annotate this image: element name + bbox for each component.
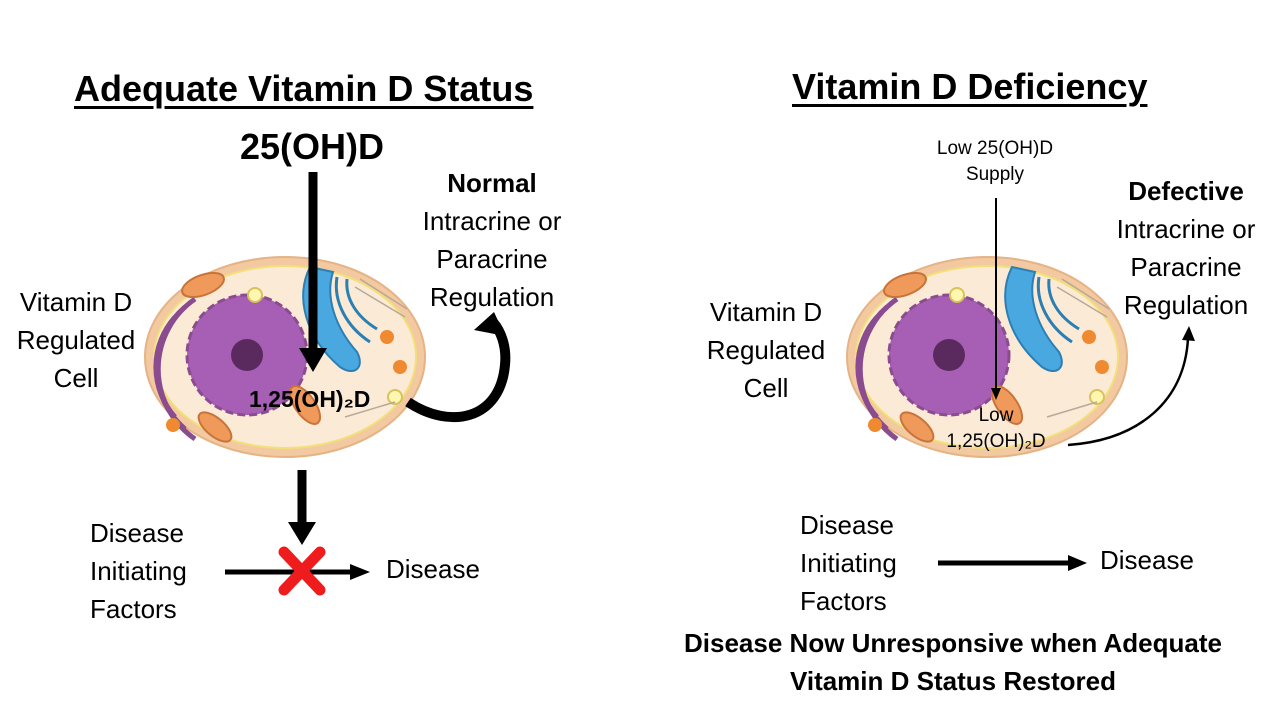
left-outcome-label: Disease (386, 554, 480, 584)
right-supply-line1: Low 25(OH)D (936, 138, 1054, 159)
left-factors-label: Disease Initiating Factors (90, 514, 187, 628)
left-block-arrowhead (288, 522, 316, 545)
left-input-arrowhead (299, 348, 327, 372)
right-factors-line3: Factors (800, 586, 887, 616)
left-cell-label: Vitamin D Regulated Cell (4, 283, 148, 397)
left-regulation-label: Normal Intracrine or Paracrine Regulatio… (406, 164, 578, 316)
right-title: Vitamin D Deficiency (792, 66, 1148, 107)
right-product-line1: Low (978, 405, 1014, 426)
left-cell-label-line3: Cell (53, 363, 99, 393)
left-title: Adequate Vitamin D Status (74, 68, 534, 109)
right-regulation-label: Defective Intracrine or Paracrine Regula… (1100, 172, 1272, 324)
left-cell-illustration (145, 257, 425, 457)
left-factors-line1: Disease (90, 518, 184, 548)
right-regulation-arrowhead (1182, 326, 1195, 341)
right-regulation-curve (1067, 337, 1190, 447)
left-factors-arrowhead (350, 564, 370, 580)
left-input-label: 25(OH)D (240, 126, 385, 167)
right-regulation-qualifier: Defective (1128, 176, 1244, 206)
right-supply-arrowhead (991, 388, 1001, 400)
right-factors-label: Disease Initiating Factors (800, 506, 897, 620)
left-regulation-line2: Paracrine (436, 244, 548, 274)
left-factors-line2: Initiating (90, 556, 187, 586)
left-cell-label-line1: Vitamin D (19, 287, 133, 317)
left-regulation-arrowhead (474, 312, 505, 336)
right-cell-label-line1: Vitamin D (709, 297, 823, 327)
left-regulation-line3: Regulation (429, 282, 555, 312)
right-factors-line2: Initiating (800, 548, 897, 578)
right-factors-line1: Disease (800, 510, 894, 540)
blocked-x-icon (278, 546, 326, 596)
right-supply-line2: Supply (965, 164, 1025, 185)
right-cell-label-line2: Regulated (706, 335, 826, 365)
right-product-line2: 1,25(OH)₂D (946, 431, 1046, 452)
footer-line2: Vitamin D Status Restored (789, 666, 1117, 696)
right-outcome-label: Disease (1100, 545, 1194, 575)
left-factors-line3: Factors (90, 594, 177, 624)
right-regulation-line3: Regulation (1123, 290, 1249, 320)
left-regulation-qualifier: Normal (447, 168, 537, 198)
right-regulation-line1: Intracrine or (1116, 214, 1256, 244)
footer-note: Disease Now Unresponsive when Adequate V… (630, 624, 1276, 700)
right-factors-arrowhead (1068, 555, 1087, 571)
left-cell-label-line2: Regulated (16, 325, 136, 355)
right-product-label: Low 1,25(OH)₂D (928, 403, 1064, 455)
footer-line1: Disease Now Unresponsive when Adequate (684, 628, 1222, 658)
right-cell-label: Vitamin D Regulated Cell (694, 293, 838, 407)
right-supply-label: Low 25(OH)D Supply (915, 136, 1075, 188)
right-cell-label-line3: Cell (743, 373, 789, 403)
right-regulation-line2: Paracrine (1130, 252, 1242, 282)
left-regulation-line1: Intracrine or (422, 206, 562, 236)
left-product-label: 1,25(OH)₂D (249, 386, 371, 412)
